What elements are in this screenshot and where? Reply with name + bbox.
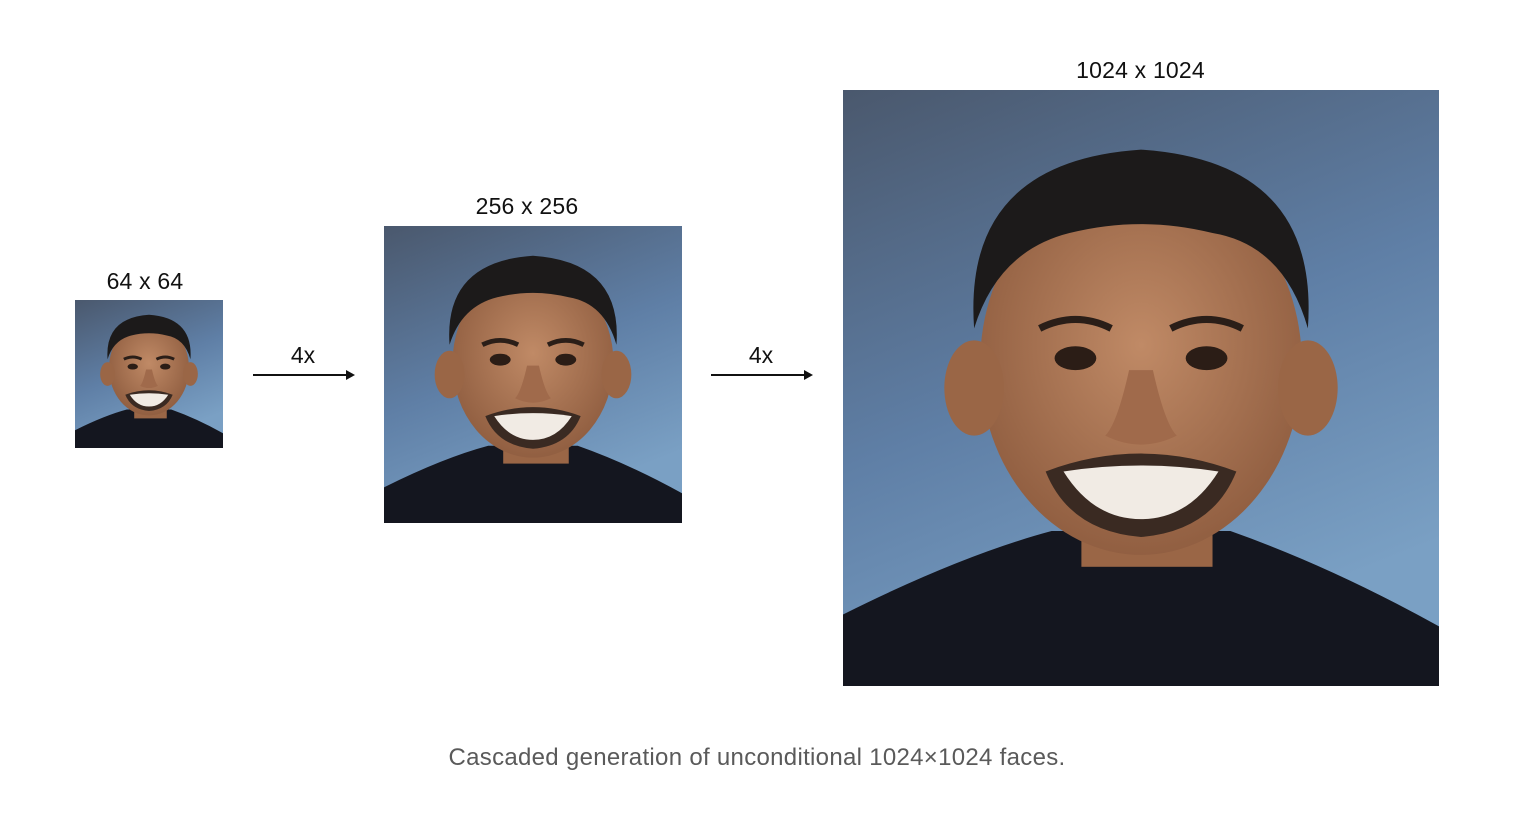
figure-caption: Cascaded generation of unconditional 102… (448, 744, 1066, 771)
face-portrait-icon (75, 300, 223, 448)
stage-label-256: 256 x 256 (475, 193, 579, 219)
arrow-label-upsample-1: 4x (290, 342, 316, 368)
stage-label-64: 64 x 64 (106, 268, 184, 294)
face-image-64 (75, 300, 223, 448)
face-portrait-icon (384, 226, 682, 523)
stage-label-1024: 1024 x 1024 (1076, 57, 1205, 83)
face-image-256 (384, 226, 682, 523)
face-image-1024 (843, 90, 1439, 686)
upsample-arrow-2 (711, 370, 813, 380)
face-portrait-icon (843, 90, 1439, 686)
arrow-label-upsample-2: 4x (748, 342, 774, 368)
upsample-arrow-1 (253, 370, 355, 380)
